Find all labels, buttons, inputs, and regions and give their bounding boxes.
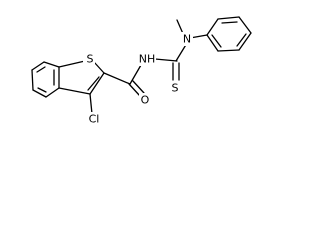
bond (93, 61, 105, 74)
atom-label-ring-sulfur: S (87, 53, 94, 66)
bond (103, 72, 131, 85)
bond (45, 87, 60, 98)
bond (58, 87, 91, 95)
bond (43, 61, 60, 68)
bond-nh-c (154, 58, 178, 62)
bond-c-cl (89, 93, 93, 115)
bond-c-nh (129, 64, 142, 85)
bond-double-inner (211, 34, 222, 48)
thiourea-group (154, 19, 208, 81)
benzene-ring-fused (31, 61, 60, 98)
atom-label-thiocarbonyl-sulfur: S (172, 82, 179, 95)
bond (89, 72, 105, 95)
bond-double-inner (87, 76, 100, 91)
bond (31, 61, 45, 71)
atom-label-thio-nitrogen: N (183, 33, 191, 46)
bond-c-o-double (132, 80, 145, 94)
molecule-diagram: S Cl O NH N S (31, 16, 252, 126)
phenyl-ring (206, 16, 252, 52)
bond-double-inner (36, 66, 46, 73)
bond (238, 32, 252, 51)
atom-label-oxygen: O (141, 94, 150, 107)
atom-labels: S Cl O NH N S (83, 32, 193, 126)
atom-label-chlorine: Cl (89, 113, 100, 126)
carbonyl-group (103, 64, 145, 97)
bond (238, 16, 252, 34)
bond (31, 69, 34, 91)
bond-double-inner (221, 21, 238, 24)
bond-double-inner (37, 87, 47, 93)
bond (32, 89, 47, 98)
bond (206, 18, 219, 36)
thiophene-ring (58, 60, 105, 95)
bond-c-o (128, 83, 141, 97)
bond (217, 16, 240, 20)
bond (217, 49, 240, 52)
bond (206, 34, 219, 52)
bond-double-inner (236, 33, 247, 47)
bond (58, 60, 86, 68)
atom-label-amide-nh: NH (139, 53, 156, 66)
